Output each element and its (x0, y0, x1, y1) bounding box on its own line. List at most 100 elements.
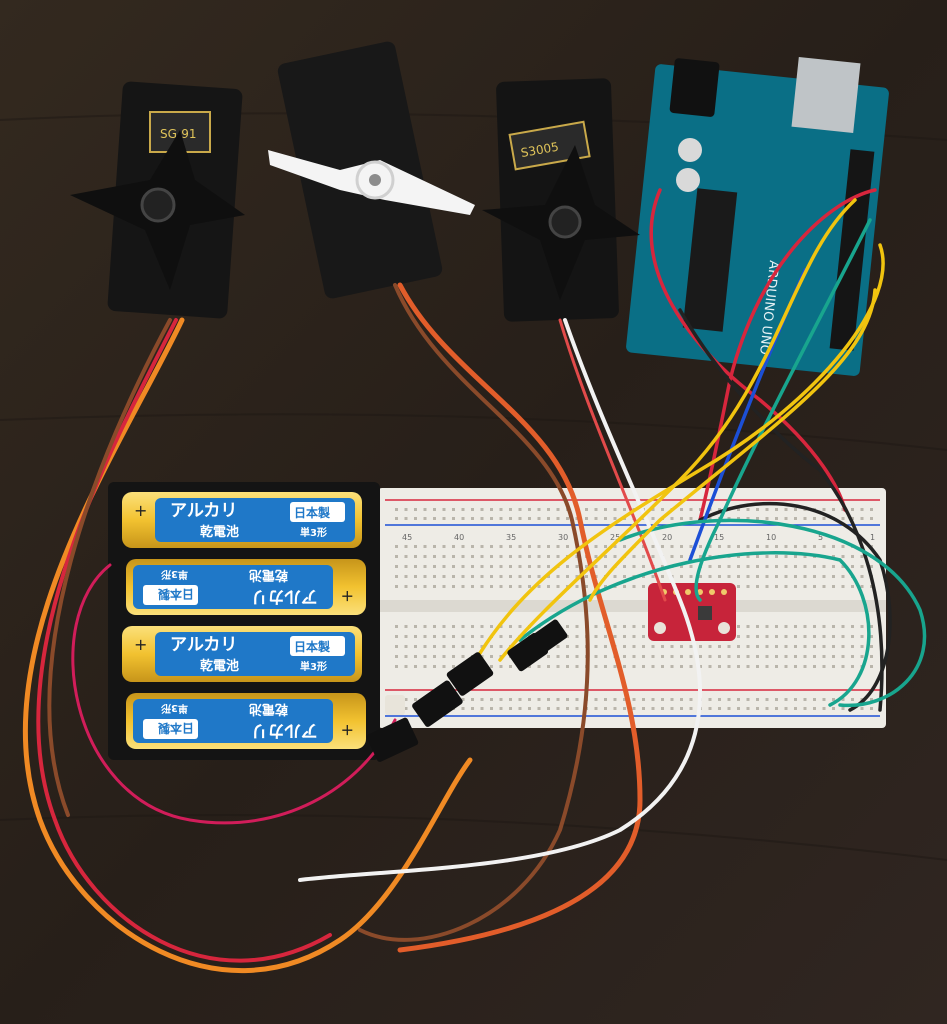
servo-right-label: S3005 (520, 140, 560, 160)
breadboard-hole (727, 565, 731, 568)
breadboard-hole (756, 517, 759, 520)
breadboard-hole (623, 565, 626, 568)
breadboard-hole (680, 517, 683, 520)
breadboard-hole (461, 508, 465, 511)
breadboard-hole (803, 565, 807, 568)
breadboard-hole (642, 655, 645, 658)
breadboard-hole (433, 635, 436, 638)
breadboard-hole (623, 635, 626, 638)
breadboard-hole (756, 707, 759, 710)
breadboard-hole (689, 508, 693, 511)
breadboard-hole (860, 575, 864, 578)
breadboard-hole (613, 707, 617, 710)
breadboard-hole (765, 665, 769, 668)
breadboard-hole (461, 625, 465, 628)
breadboard-hole (528, 585, 531, 588)
breadboard-hole (642, 585, 645, 588)
breadboard-hole (395, 517, 398, 520)
breadboard-hole (594, 635, 598, 638)
breadboard-hole (860, 625, 864, 628)
battery-badge-text: 日本製 (157, 721, 194, 736)
breadboard-hole (746, 655, 750, 658)
breadboard-hole (547, 575, 550, 578)
breadboard-hole (414, 517, 417, 520)
breadboard-hole (594, 565, 598, 568)
breadboard-hole (575, 698, 579, 701)
breadboard-hole (547, 707, 550, 710)
breadboard-hole (414, 545, 417, 548)
breadboard-tick-label: 1 (870, 533, 875, 542)
breadboard-hole (566, 698, 569, 701)
breadboard-hole (784, 555, 788, 558)
breadboard-hole (642, 555, 645, 558)
breadboard-hole (499, 508, 503, 511)
breadboard-hole (756, 508, 759, 511)
breadboard-hole (423, 625, 427, 628)
breadboard-hole (442, 545, 446, 548)
breadboard-hole (414, 645, 417, 648)
breadboard-hole (775, 517, 778, 520)
breadboard-hole (632, 565, 636, 568)
breadboard-hole (642, 698, 645, 701)
breadboard-hole (395, 555, 398, 558)
breadboard-hole (860, 517, 864, 520)
battery-type-text: 乾電池 (249, 701, 288, 717)
breadboard-hole (604, 565, 607, 568)
breadboard-hole (775, 585, 778, 588)
breadboard-hole (803, 555, 807, 558)
breadboard-hole (822, 517, 826, 520)
breadboard-hole (442, 625, 446, 628)
breadboard-hole (623, 508, 626, 511)
breadboard-hole (547, 517, 550, 520)
breadboard-hole (547, 698, 550, 701)
breadboard-hole (746, 575, 750, 578)
breadboard-hole (480, 545, 484, 548)
breadboard-hole (718, 565, 721, 568)
breadboard-hole (651, 555, 655, 558)
breadboard-hole (518, 625, 522, 628)
breadboard-hole (604, 635, 607, 638)
breadboard-hole (784, 565, 788, 568)
breadboard-hole (870, 655, 873, 658)
battery-plus-sign: + (134, 501, 147, 520)
breadboard-hole (765, 655, 769, 658)
breadboard-hole (547, 565, 550, 568)
breadboard-hole (414, 508, 417, 511)
breadboard-hole (404, 665, 408, 668)
breadboard-hole (604, 665, 607, 668)
breadboard-hole (813, 517, 816, 520)
breadboard-hole (718, 655, 721, 658)
header-pins (829, 149, 875, 351)
breadboard-hole (604, 655, 607, 658)
breadboard-hole (689, 575, 693, 578)
breadboard-hole (718, 645, 721, 648)
breadboard-hole (556, 508, 560, 511)
breadboard-hole (813, 545, 816, 548)
breadboard-hole (632, 625, 636, 628)
breadboard-hole (518, 508, 522, 511)
breadboard-hole (623, 625, 626, 628)
breadboard-hole (423, 555, 427, 558)
breadboard-hole (585, 585, 588, 588)
breadboard-hole (670, 655, 674, 658)
breadboard-hole (547, 655, 550, 658)
battery-badge-text: 日本製 (294, 505, 331, 520)
breadboard-hole (433, 565, 436, 568)
breadboard-hole (547, 585, 550, 588)
breadboard-hole (727, 545, 731, 548)
breadboard-hole (832, 698, 835, 701)
breadboard-hole (661, 707, 664, 710)
breadboard-tick-label: 5 (818, 533, 823, 542)
breadboard-hole (404, 545, 408, 548)
breadboard-hole (509, 585, 512, 588)
breadboard-hole (841, 698, 845, 701)
breadboard-hole (661, 545, 664, 548)
breadboard-hole (471, 585, 474, 588)
breadboard-hole (404, 517, 408, 520)
breadboard-hole (452, 655, 455, 658)
breadboard-hole (433, 517, 436, 520)
breadboard-hole (851, 565, 854, 568)
breadboard-hole (860, 585, 864, 588)
breadboard-hole (632, 635, 636, 638)
